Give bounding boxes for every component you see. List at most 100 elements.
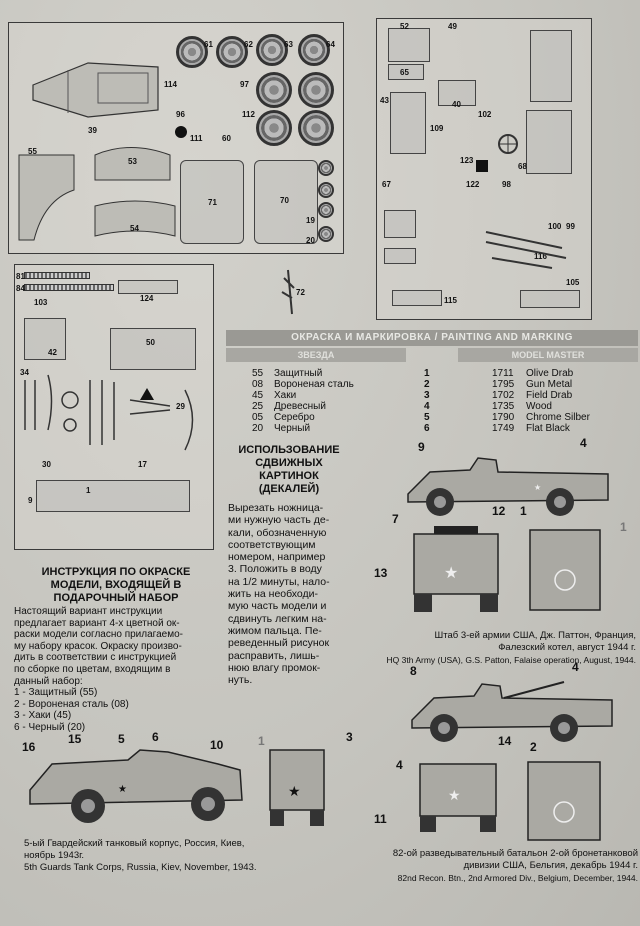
callout-12: 12 bbox=[492, 504, 506, 518]
part-num-54: 54 bbox=[130, 224, 139, 233]
scheme3-top-view bbox=[527, 761, 601, 841]
small-wheel-21 bbox=[318, 182, 334, 198]
part-num-62: 62 bbox=[244, 40, 253, 49]
scheme3-caption-ru: дивизии США, Бельгия, декабрь 1944 г. bbox=[463, 860, 638, 871]
part-block-44 bbox=[390, 92, 426, 154]
callout-1: 1 bbox=[520, 504, 527, 518]
side-part-55 bbox=[18, 154, 75, 241]
zvezda-code: 08 bbox=[252, 379, 264, 390]
decal-title-line: ИСПОЛЬЗОВАНИЕ bbox=[238, 444, 340, 456]
small-parts-cluster bbox=[24, 374, 194, 451]
scheme1-caption-ru: Фалезский котел, август 1944 г. bbox=[498, 642, 636, 653]
part-num-71: 71 bbox=[208, 198, 217, 207]
callout-13: 13 bbox=[374, 566, 388, 580]
decal-line: 3. Положить в воду bbox=[228, 563, 322, 576]
part-block-65 bbox=[388, 64, 424, 80]
callout-7: 7 bbox=[392, 512, 399, 526]
callout-15: 15 bbox=[68, 732, 82, 746]
paint-table-header: ОКРАСКА И МАРКИРОВКА / PAINTING AND MARK… bbox=[226, 330, 638, 346]
decal-line: сдвинуть легким на- bbox=[228, 612, 327, 625]
scheme2-caption-en: 5th Guards Tank Corps, Russia, Kiev, Nov… bbox=[24, 862, 257, 873]
part-num-84: 84 bbox=[16, 284, 25, 293]
part-num-10: 30 bbox=[42, 460, 51, 469]
decal-line: нуть. bbox=[228, 674, 253, 687]
zvezda-code: 05 bbox=[252, 412, 264, 423]
paint-index: 6 bbox=[424, 423, 430, 434]
part-num-49: 49 bbox=[448, 22, 457, 31]
part-num-1: 1 bbox=[86, 486, 91, 495]
svg-text:★: ★ bbox=[288, 783, 301, 799]
svg-text:★: ★ bbox=[448, 787, 461, 803]
part-num-86: 42 bbox=[48, 348, 57, 357]
part-num-52: 52 bbox=[400, 22, 409, 31]
svg-text:★: ★ bbox=[534, 483, 541, 492]
decal-line: реведенный рисунок bbox=[228, 637, 330, 650]
gift-item: 2 - Вороненая сталь (08) bbox=[14, 698, 129, 710]
part-num-113: 114 bbox=[164, 80, 177, 89]
callout-1: 1 bbox=[258, 734, 265, 748]
scheme1-caption: Штаб 3-ей армии США, Дж. Паттон, Франция… bbox=[380, 630, 636, 666]
part-num-68: 68 bbox=[518, 162, 527, 171]
scheme1-caption-ru: Штаб 3-ей армии США, Дж. Паттон, Франция… bbox=[434, 630, 636, 641]
wheel-part-64 bbox=[298, 34, 330, 66]
part-num-19: 19 bbox=[306, 216, 315, 225]
zvezda-name: Вороненая сталь bbox=[274, 379, 354, 390]
mm-code: 1749 bbox=[492, 423, 515, 434]
part-block-52 bbox=[388, 28, 430, 62]
steering-wheel-part bbox=[498, 134, 518, 154]
part-num-115: 116 bbox=[534, 252, 547, 261]
gift-line: раски модели согласно прилагаемо- bbox=[14, 629, 183, 641]
paint-index: 1 bbox=[424, 368, 430, 379]
part-num-29: 29 bbox=[176, 402, 185, 411]
panel-part-70 bbox=[254, 160, 318, 244]
scheme2-rear-view: ★ bbox=[269, 749, 325, 826]
decal-line: нюю влагу промок- bbox=[228, 661, 321, 674]
scheme1-side-view: ★ bbox=[407, 457, 609, 516]
zvezda-code: 20 bbox=[252, 423, 264, 434]
svg-text:★: ★ bbox=[118, 784, 127, 795]
callout-3: 3 bbox=[346, 730, 353, 744]
wheel-part-63 bbox=[256, 34, 288, 66]
scheme2-caption: 5-ый Гвардейский танковый корпус, Россия… bbox=[24, 838, 344, 874]
chassis-part-1 bbox=[36, 480, 190, 512]
part-num-55: 55 bbox=[28, 147, 37, 156]
part-num-65: 65 bbox=[400, 68, 409, 77]
zvezda-name: Серебро bbox=[274, 412, 315, 423]
zvezda-name: Черный bbox=[274, 423, 311, 434]
part-block-57 bbox=[384, 210, 416, 238]
part-block-124 bbox=[118, 280, 178, 294]
scheme1-top-view bbox=[529, 529, 601, 611]
paint-index: 3 bbox=[424, 390, 430, 401]
gift-line: предлагает вариант 4-х цветной ок- bbox=[14, 617, 180, 629]
wheel-part-60 bbox=[298, 110, 334, 146]
gift-line: Настоящий вариант инструкции bbox=[14, 606, 163, 617]
paint-index: 5 bbox=[424, 412, 430, 423]
part-num-98: 98 bbox=[502, 180, 511, 189]
part-num-123: 123 bbox=[460, 156, 474, 165]
part-num-96: 112 bbox=[242, 110, 255, 119]
black-dot-part bbox=[175, 126, 187, 138]
gift-item: 1 - Защитный (55) bbox=[14, 687, 98, 699]
paint-col-zvezda: ЗВЕЗДА bbox=[226, 348, 406, 362]
part-num-103: 103 bbox=[34, 298, 48, 307]
decal-text: Вырезать ножница- ми нужную часть де- ка… bbox=[228, 502, 368, 686]
part-num-67: 67 bbox=[382, 180, 391, 189]
part-block-62 bbox=[438, 80, 476, 106]
part-block-86 bbox=[24, 318, 66, 360]
zvezda-name: Защитный bbox=[274, 368, 323, 379]
zvezda-name: Хаки bbox=[274, 390, 297, 401]
gift-line: дить в соответствии с инструкцией bbox=[14, 652, 177, 664]
callout-4: 4 bbox=[580, 436, 587, 450]
small-wheel-22 bbox=[318, 202, 334, 218]
scheme3-front-view: ★ bbox=[419, 763, 497, 832]
callout-4: 4 bbox=[572, 660, 579, 674]
callout-8: 8 bbox=[410, 664, 417, 678]
gift-line: му набору красок. Окраску произво- bbox=[14, 640, 182, 652]
